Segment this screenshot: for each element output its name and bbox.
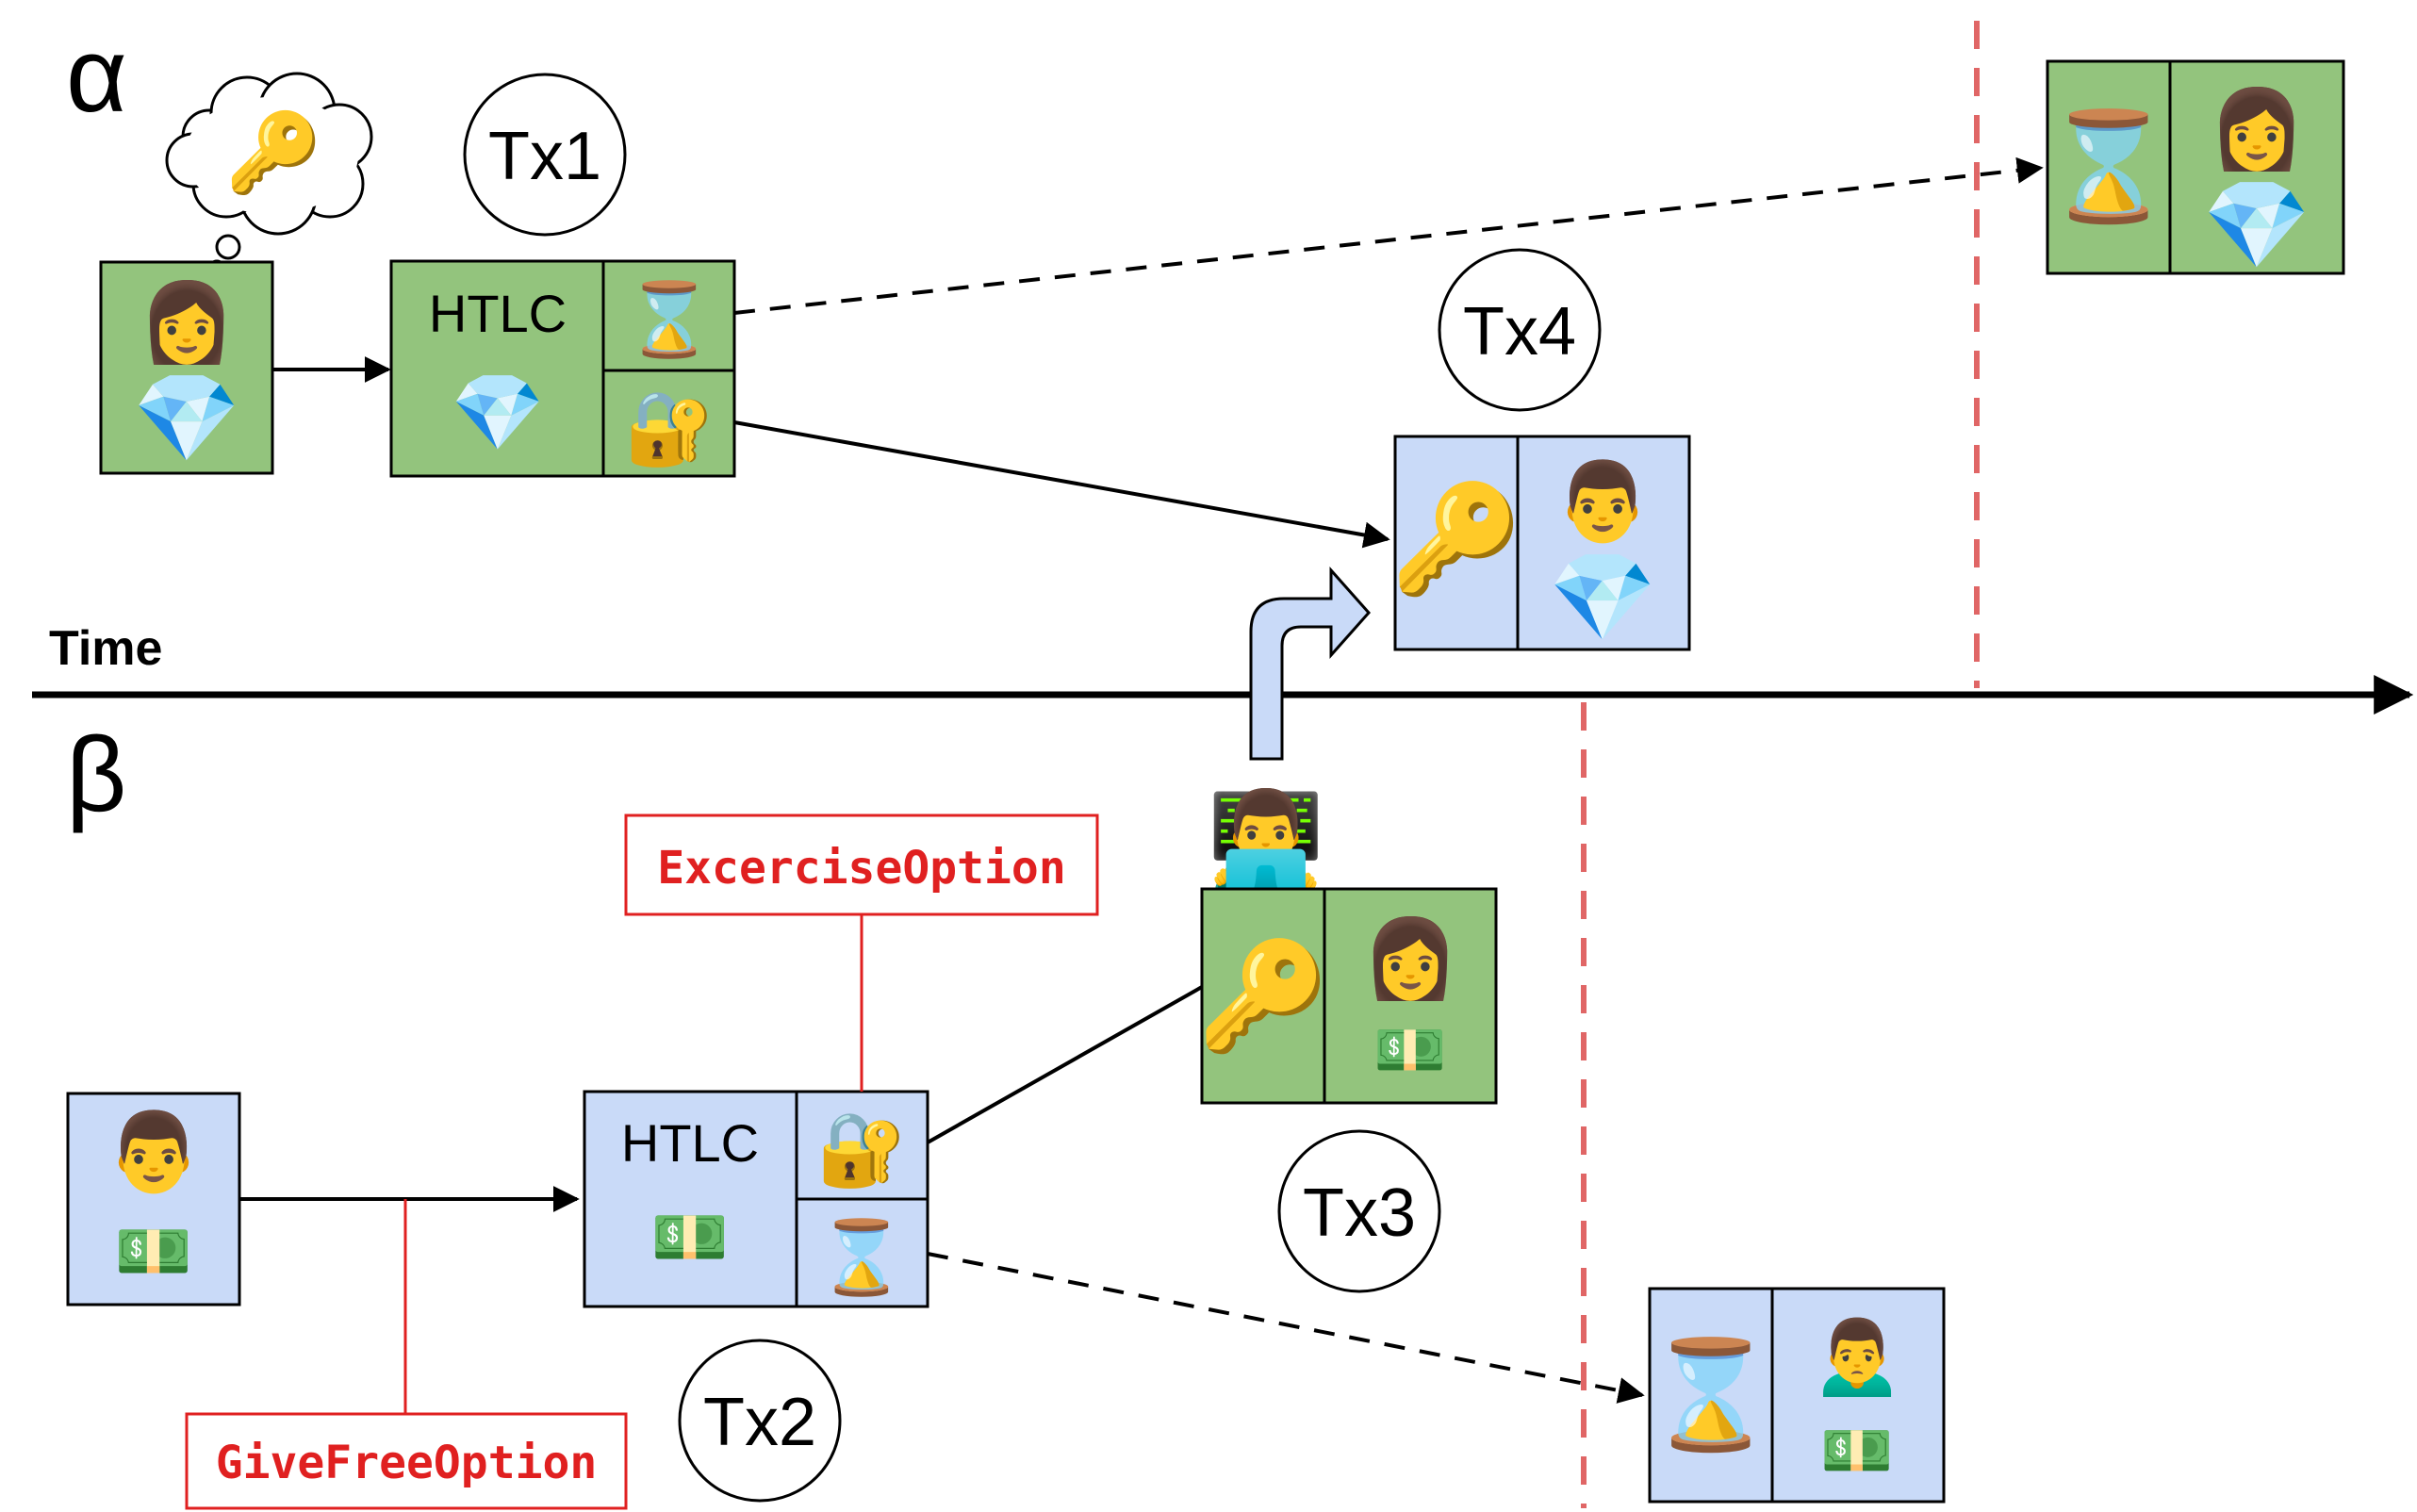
hourglass-icon: ⌛ bbox=[2043, 106, 2174, 228]
man-laptop-icon: 👨‍💻 bbox=[1208, 784, 1325, 895]
man-frowning-icon: 🙍‍♂️ bbox=[1809, 1310, 1905, 1400]
htlc-alpha-label: HTLC bbox=[429, 284, 567, 343]
key-icon: 🔑 bbox=[1197, 933, 1328, 1059]
hourglass-icon: ⌛ bbox=[625, 277, 715, 361]
htlc-beta-label: HTLC bbox=[621, 1113, 759, 1173]
tx4-label: Tx4 bbox=[1463, 294, 1576, 370]
man-icon: 👨 bbox=[106, 1108, 202, 1197]
refund-arrow-beta bbox=[927, 1252, 1645, 1404]
money-icon: 💵 bbox=[1373, 1015, 1446, 1084]
diamond-icon: 💎 bbox=[1549, 547, 1657, 648]
diamond-icon: 💎 bbox=[2203, 174, 2311, 275]
tx1-label: Tx1 bbox=[488, 119, 601, 194]
alice-funding-box: 👩 💎 bbox=[99, 260, 274, 475]
hourglass-icon: ⌛ bbox=[817, 1215, 907, 1299]
alice-refund-box: ⌛ 👩 💎 bbox=[2043, 59, 2345, 275]
tx2-circle bbox=[678, 1339, 842, 1503]
woman-icon: 👩 bbox=[139, 278, 235, 368]
claim-line-beta bbox=[927, 985, 1203, 1144]
tx4-circle bbox=[1438, 248, 1602, 412]
lock-key-icon: 🔐 bbox=[817, 1107, 907, 1191]
bob-funding-box: 👨 💵 bbox=[66, 1092, 241, 1307]
lock-key-icon: 🔐 bbox=[625, 386, 715, 469]
reveal-secret-arrow bbox=[1249, 567, 1372, 761]
money-icon: 💵 bbox=[115, 1215, 192, 1288]
man-icon: 👨 bbox=[1554, 457, 1651, 547]
hourglass-icon: ⌛ bbox=[1645, 1334, 1776, 1456]
refund-arrow-alpha bbox=[733, 156, 2044, 315]
chain-alpha-label: α bbox=[66, 16, 127, 134]
tx3-label: Tx3 bbox=[1303, 1175, 1416, 1251]
chain-beta-label: β bbox=[66, 715, 126, 833]
key-icon: 🔑 bbox=[1390, 476, 1521, 601]
give-free-option-label: GiveFreeOption bbox=[216, 1437, 598, 1489]
thought-cloud: 🔑 bbox=[165, 72, 373, 291]
money-icon: 💵 bbox=[651, 1201, 729, 1274]
htlc-beta-box: HTLC 💵 🔐 ⌛ bbox=[583, 1090, 929, 1308]
tx3-circle bbox=[1277, 1129, 1441, 1293]
exercise-option-label: ExcerciseOption bbox=[657, 842, 1065, 895]
woman-icon: 👩 bbox=[2209, 85, 2305, 174]
key-icon: 🔑 bbox=[225, 107, 321, 199]
tx1-circle bbox=[463, 73, 627, 237]
bob-refund-box: ⌛ 🙍‍♂️ 💵 bbox=[1645, 1287, 1946, 1504]
alice-claim-box: 🔑 👩 💵 bbox=[1197, 887, 1498, 1105]
give-free-option-box bbox=[185, 1412, 628, 1510]
diamond-icon: 💎 bbox=[451, 369, 545, 456]
htlc-alpha-box: HTLC 💎 ⌛ 🔐 bbox=[389, 259, 736, 478]
money-icon: 💵 bbox=[1820, 1416, 1893, 1485]
woman-icon: 👩 bbox=[1362, 914, 1458, 1004]
claim-arrow-alpha bbox=[733, 420, 1390, 549]
bob-claim-box: 🔑 👨 💎 bbox=[1390, 435, 1691, 651]
diamond-icon: 💎 bbox=[133, 368, 241, 468]
time-label: Time bbox=[49, 621, 162, 676]
tx2-label: Tx2 bbox=[703, 1385, 816, 1460]
